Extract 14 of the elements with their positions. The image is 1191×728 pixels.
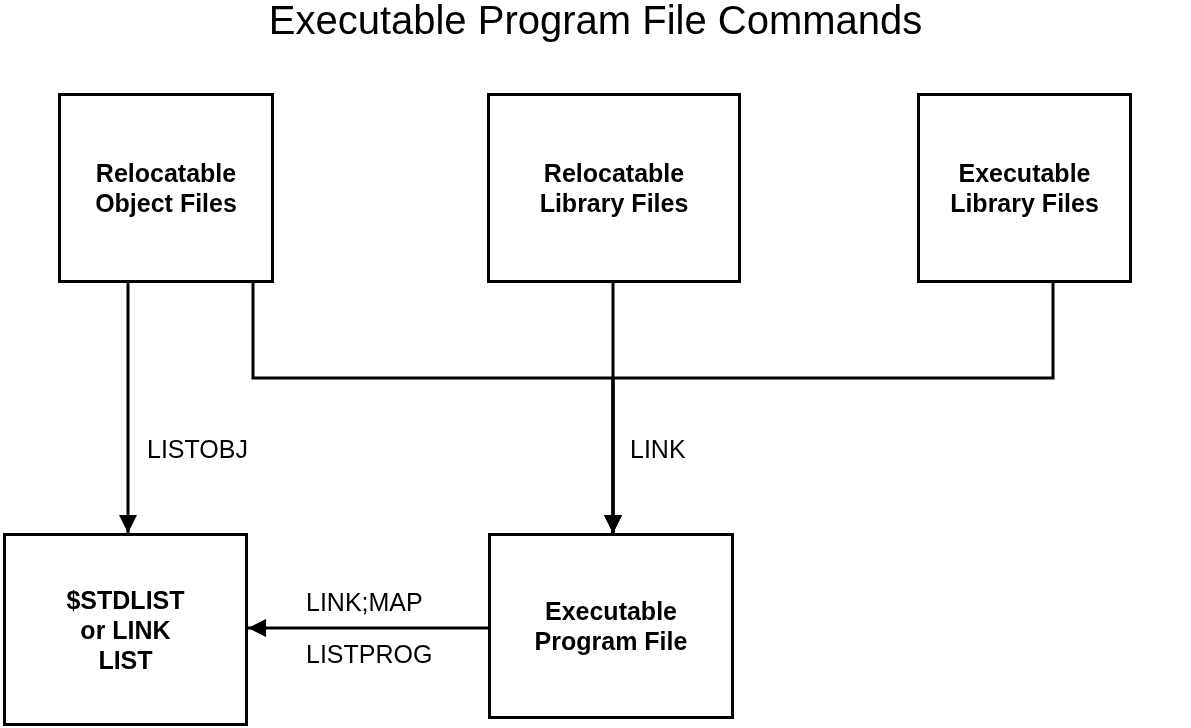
arrow xyxy=(248,619,488,637)
process-box xyxy=(3,533,248,726)
arrow xyxy=(604,283,1055,533)
arrow xyxy=(119,283,137,533)
process-box xyxy=(58,93,274,283)
box-label: Executable Library Files xyxy=(949,158,1100,218)
box-label: Relocatable Object Files xyxy=(94,158,238,218)
box-label: Executable Program File xyxy=(533,596,689,656)
process-box xyxy=(488,533,734,719)
process-box xyxy=(917,93,1132,283)
box-label: Relocatable Library Files xyxy=(538,158,690,218)
process-box xyxy=(487,93,741,283)
diagram-title: Executable Program File Commands xyxy=(267,0,924,43)
box-label: $STDLIST or LINK LIST xyxy=(65,584,186,675)
